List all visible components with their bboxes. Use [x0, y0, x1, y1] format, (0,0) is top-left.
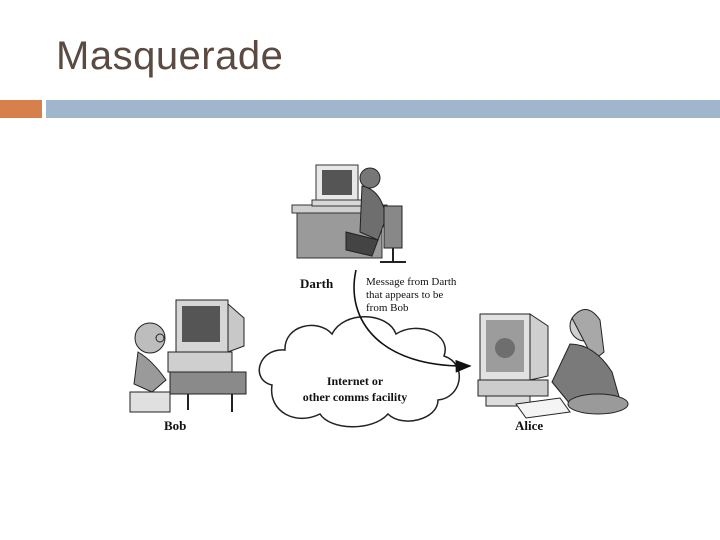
message-text-line-3: from Bob: [366, 302, 409, 314]
message-text-line-2: that appears to be: [366, 289, 443, 301]
alice-label: Alice: [515, 418, 543, 433]
darth-figure: [291, 164, 406, 263]
slide-title: Masquerade: [56, 34, 284, 78]
cloud-text-line-1: Internet or: [327, 374, 384, 388]
alice-figure: [477, 309, 629, 419]
title-accent-bar: [0, 100, 42, 118]
bob-label: Bob: [164, 418, 186, 433]
title-divider-bar: [46, 100, 720, 118]
message-text-line-1: Message from Darth: [366, 276, 457, 288]
message-arrow: [353, 269, 472, 373]
cloud-text-line-2: other comms facility: [303, 390, 407, 404]
darth-label: Darth: [300, 276, 334, 291]
bob-figure: [129, 299, 247, 413]
internet-cloud: [258, 316, 460, 428]
